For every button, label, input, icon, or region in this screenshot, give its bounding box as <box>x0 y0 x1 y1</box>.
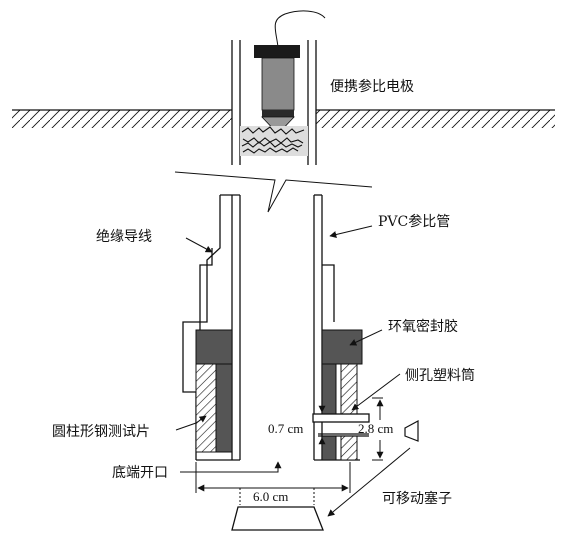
label-epoxy-seal: 环氧密封胶 <box>388 318 458 335</box>
side-plug-icon <box>404 419 419 442</box>
label-bottom-opening: 底端开口 <box>112 465 168 481</box>
dim-height: 2.8 cm <box>358 421 393 436</box>
dim-width: 6.0 cm <box>253 489 288 504</box>
label-steel-specimen: 圆柱形钢测试片 <box>52 424 150 440</box>
label-pvc-tube: PVC参比管 <box>378 213 450 230</box>
dim-gap: 0.7 cm <box>268 421 303 436</box>
break-line <box>174 171 373 213</box>
leader-lines <box>175 225 411 517</box>
porous-plug <box>240 126 308 156</box>
label-portable-electrode: 便携参比电极 <box>330 78 414 95</box>
portable-electrode-assembly <box>231 10 326 165</box>
electrode-cap <box>254 45 300 58</box>
label-insulated-wire: 绝缘导线 <box>96 229 152 245</box>
ground-surface <box>12 109 555 128</box>
electrode-body <box>261 57 295 111</box>
steel-specimen <box>195 363 358 461</box>
epoxy-seal <box>195 329 363 461</box>
movable-plug <box>231 506 324 531</box>
label-movable-plug: 可移动塞子 <box>382 490 452 507</box>
label-side-hole-tube: 侧孔塑料筒 <box>405 367 475 384</box>
side-hole-tube <box>312 413 370 437</box>
dimension-marks <box>195 394 384 505</box>
